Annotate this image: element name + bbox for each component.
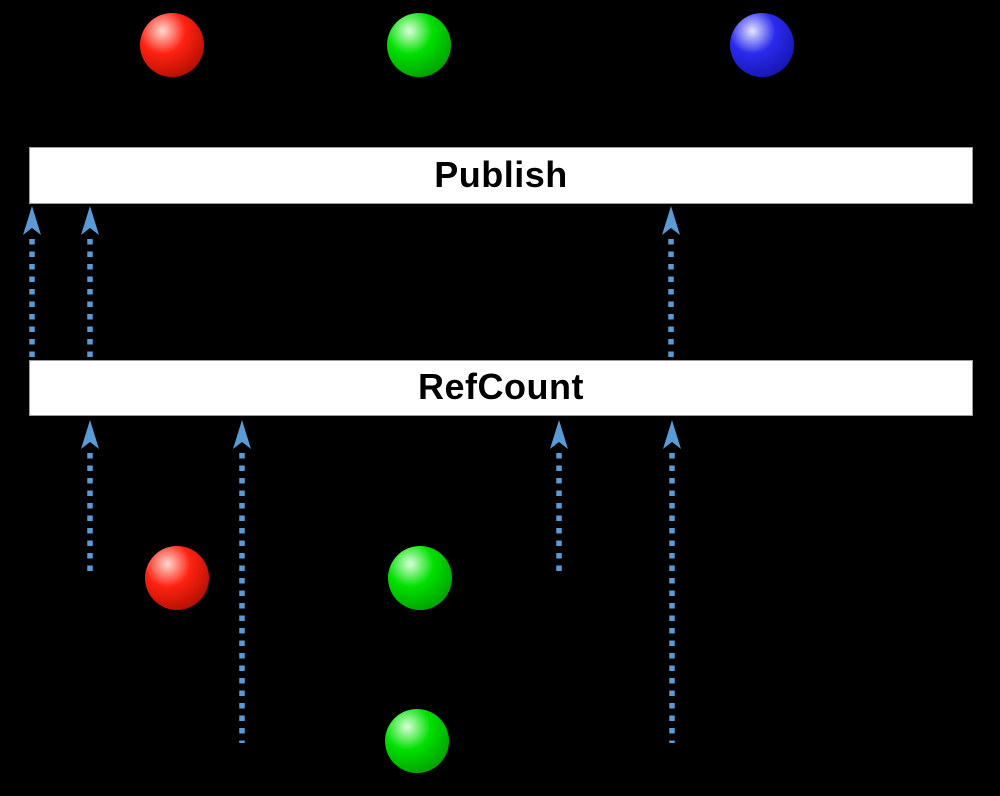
subscriber-2-green-marble (385, 709, 449, 773)
up-arrowhead-icon (23, 206, 41, 235)
up-arrowhead-icon (662, 206, 680, 235)
subscriber-1-green-marble (388, 546, 452, 610)
source-green-marble (387, 13, 451, 77)
subscription-arrow-subscriber-1-to-refcount (81, 420, 99, 578)
subscription-arrow-refcount-to-publish (81, 206, 99, 358)
up-arrowhead-icon (233, 420, 251, 449)
refcount-label: RefCount (418, 366, 584, 407)
subscription-arrow-subscriber-2-to-refcount (663, 420, 681, 743)
source-blue-marble (730, 13, 794, 77)
up-arrowhead-icon (550, 420, 568, 449)
source-red-marble (140, 13, 204, 77)
up-arrowhead-icon (81, 206, 99, 235)
subscription-arrow-refcount-to-publish (23, 206, 41, 358)
up-arrowhead-icon (81, 420, 99, 449)
publish-operator-box: Publish (29, 147, 973, 204)
up-arrowhead-icon (663, 420, 681, 449)
subscription-arrow-subscriber-1-to-refcount (550, 420, 568, 578)
publish-label: Publish (434, 153, 568, 195)
refcount-operator-box: RefCount (29, 360, 973, 416)
subscription-arrow-subscriber-2-to-refcount (233, 420, 251, 743)
subscription-arrow-refcount-to-publish (662, 206, 680, 358)
subscriber-1-red-marble (145, 546, 209, 610)
